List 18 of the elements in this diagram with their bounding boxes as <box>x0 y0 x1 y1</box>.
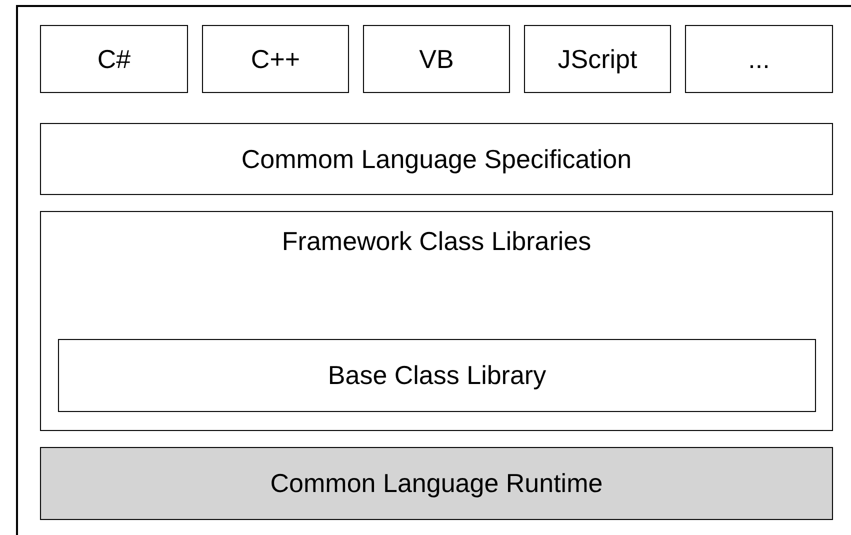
language-box <box>685 25 833 93</box>
layer-box <box>40 447 833 520</box>
layer-label: ... <box>748 44 770 74</box>
layer-label: VB <box>419 44 454 74</box>
layer-label: JScript <box>558 44 638 74</box>
layer-label: Framework Class Libraries <box>282 226 592 257</box>
layer-label: Common Language Runtime <box>270 468 603 499</box>
language-box <box>202 25 349 93</box>
language-box <box>524 25 671 93</box>
layer-label: Commom Language Specification <box>241 144 632 174</box>
layer-box <box>40 211 833 431</box>
layer-label: Base Class Library <box>328 360 546 391</box>
language-box <box>363 25 510 93</box>
language-box <box>40 25 188 93</box>
layer-box <box>58 339 816 412</box>
layer-label: C# <box>97 44 131 74</box>
layer-label: C++ <box>250 44 300 74</box>
layer-box <box>40 123 833 195</box>
